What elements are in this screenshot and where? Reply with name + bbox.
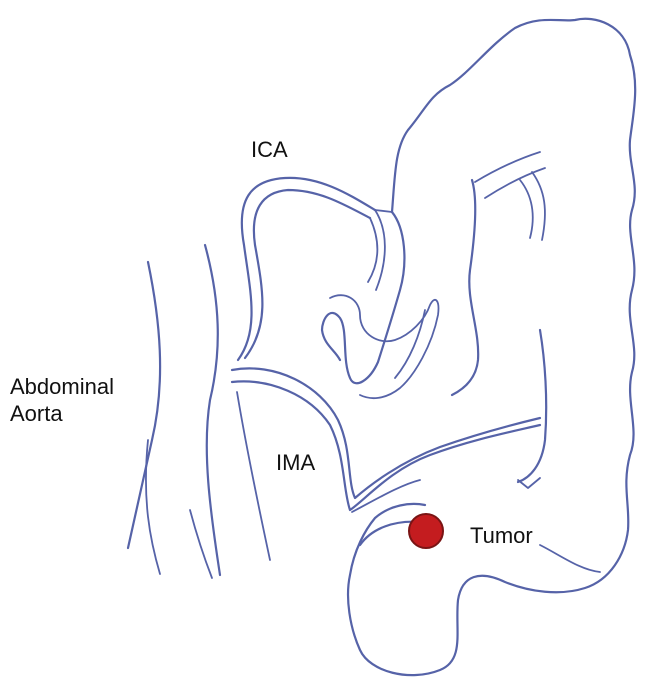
colon-outline <box>348 19 635 675</box>
aorta-bifurcation-right <box>190 510 212 578</box>
label-aorta-line2: Aorta <box>10 400 63 428</box>
colon-lower-inner <box>518 330 546 482</box>
ima-lower-branch <box>352 480 420 512</box>
vessel-right-upper <box>532 172 545 240</box>
colon-fold-1 <box>475 152 540 182</box>
vessel-right-upper-2 <box>520 180 533 238</box>
ica-branch-b <box>368 218 377 282</box>
colon-lower-curve <box>540 545 600 572</box>
vessel-right-line <box>237 392 270 560</box>
label-ica: ICA <box>251 136 288 164</box>
aorta-right-wall <box>205 245 220 575</box>
ica-connector <box>375 210 392 212</box>
aorta-left-wall <box>128 262 160 548</box>
colon-fold-2 <box>485 168 545 198</box>
label-aorta-line1: Abdominal <box>10 373 114 401</box>
bowel-loop <box>330 295 438 398</box>
label-ima: IMA <box>276 449 315 477</box>
tumor-marker <box>409 514 443 548</box>
label-tumor: Tumor <box>470 522 533 550</box>
ima-vessel-outer <box>232 381 540 510</box>
colon-descending-inner <box>452 180 478 395</box>
ica-loop-inner <box>245 190 370 358</box>
colon-inner-wall <box>322 212 404 383</box>
